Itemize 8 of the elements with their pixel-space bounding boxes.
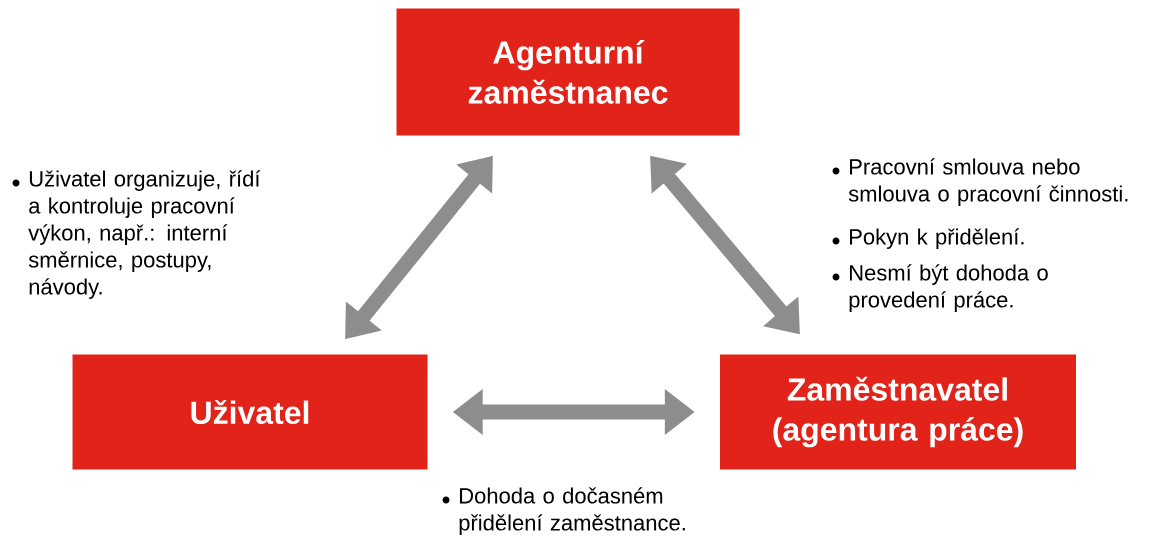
note-text: Dohoda o dočasném přidělení zaměstnance. — [459, 487, 685, 535]
process-box: Uživatel — [72, 354, 428, 470]
process-box: Agenturní zaměstnanec — [396, 8, 740, 136]
note-text: Nesmí být dohoda o provedení práce. — [849, 264, 1048, 312]
note-text: Uživatel organizuje, řídí a kontroluje pracovní výkon, např.: interní směrnice, postupy, návody. — [28, 170, 261, 299]
process-box: Zaměstnavatel (agentura práce) — [720, 354, 1076, 470]
note-text: Pokyn k přidělení. — [850, 228, 1024, 249]
note-text: Pracovní smlouva nebo smlouva o pracovní činnosti. — [848, 158, 1128, 206]
